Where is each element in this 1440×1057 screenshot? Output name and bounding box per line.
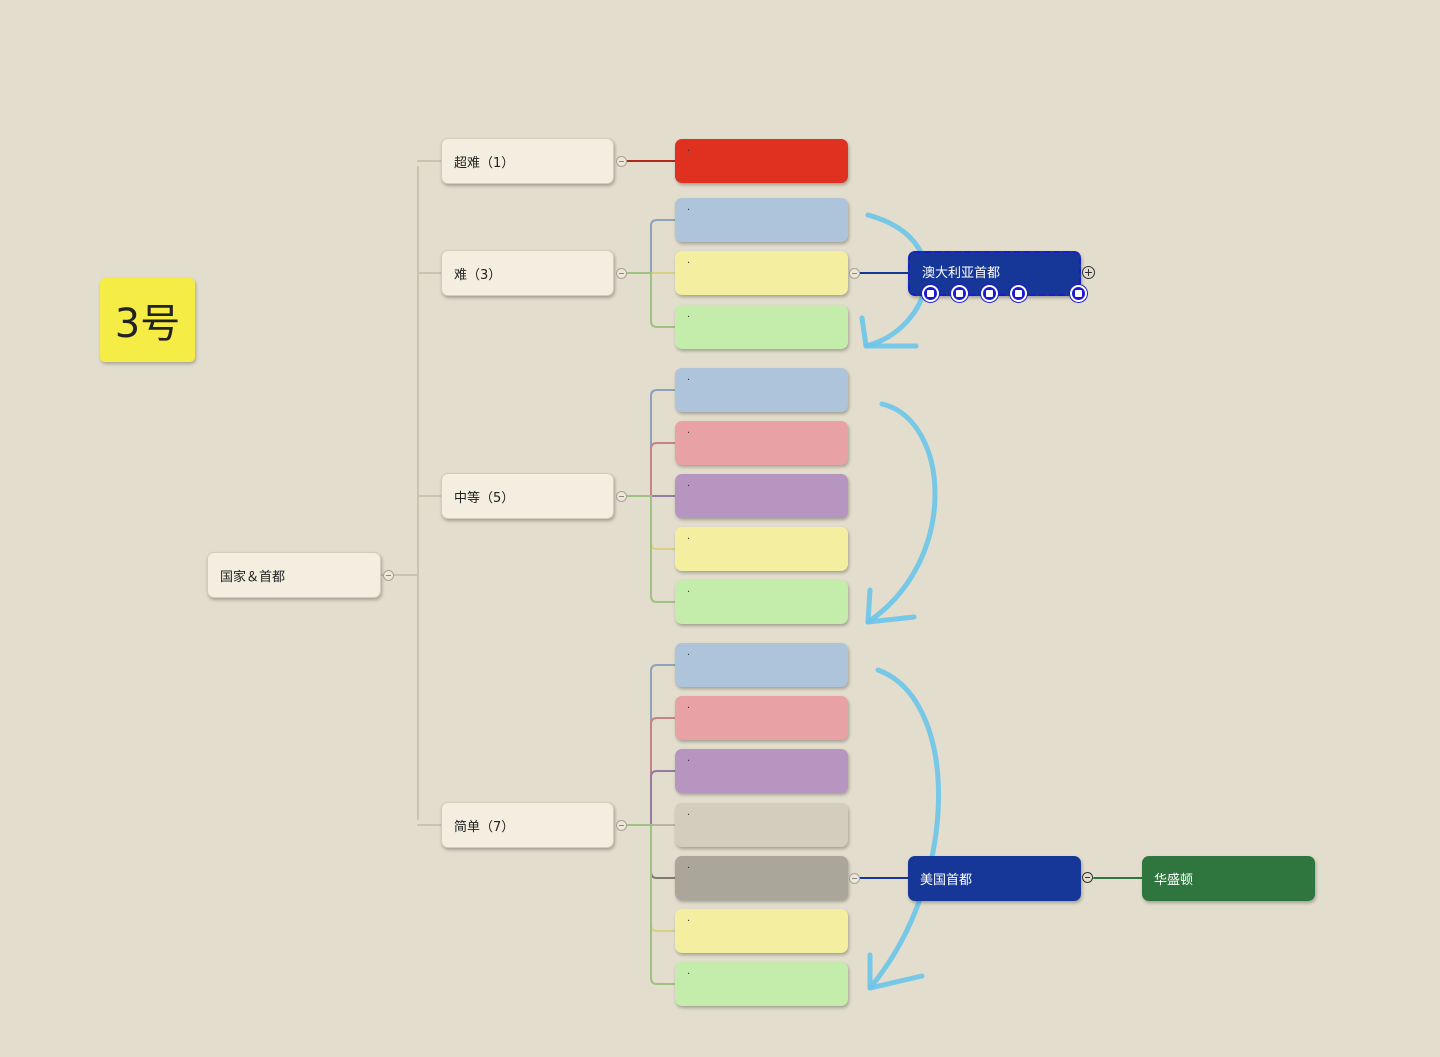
leaf-node-green[interactable]: · xyxy=(675,580,848,624)
leaf-placeholder: · xyxy=(687,810,691,821)
leaf-connector xyxy=(625,272,676,328)
leaf-node-pink[interactable]: · xyxy=(675,696,848,740)
leaf-placeholder: · xyxy=(687,756,691,767)
save-icon[interactable] xyxy=(981,285,998,302)
washington-node[interactable]: 华盛顿 xyxy=(1142,856,1315,901)
leaf-node-yellow[interactable]: · xyxy=(675,527,848,571)
leaf-connector xyxy=(625,717,676,826)
style-icon[interactable] xyxy=(1070,285,1087,302)
group-label: 超难（1） xyxy=(454,155,515,171)
branch-icon[interactable] xyxy=(1010,285,1027,302)
leaf-node-yellow[interactable]: · xyxy=(675,251,848,295)
leaf-connector xyxy=(625,824,676,985)
leaf-node-red[interactable]: · xyxy=(675,139,848,183)
leaf-placeholder: · xyxy=(687,703,691,714)
leaf-connector xyxy=(625,442,676,497)
leaf-placeholder: · xyxy=(687,587,691,598)
leaf-node-blue[interactable]: · xyxy=(675,368,848,412)
hand-arrow-2-head xyxy=(865,587,917,625)
add-child-icon[interactable] xyxy=(1082,266,1095,279)
collapse-group-icon[interactable] xyxy=(616,268,627,279)
collapse-group-icon[interactable] xyxy=(616,491,627,502)
leaf-placeholder: · xyxy=(687,650,691,661)
root-node-label: 国家＆首都 xyxy=(220,569,286,585)
group-label: 中等（5） xyxy=(454,490,515,506)
leaf-connector xyxy=(625,824,676,879)
leaf-node-beige[interactable]: · xyxy=(675,803,848,847)
link-icon[interactable] xyxy=(951,285,968,302)
leaf-connector xyxy=(625,219,676,274)
leaf-placeholder: · xyxy=(687,375,691,386)
group-label: 难（3） xyxy=(454,267,502,283)
hand-arrow-1-head xyxy=(859,315,919,349)
group-node-easy[interactable]: 简单（7） xyxy=(441,802,614,848)
leaf-node-pink[interactable]: · xyxy=(675,421,848,465)
leaf-node-yellow[interactable]: · xyxy=(675,909,848,953)
collapse-gray-leaf-icon[interactable] xyxy=(849,873,860,884)
hand-arrow-3 xyxy=(867,667,941,991)
leaf-placeholder: · xyxy=(687,534,691,545)
leaf-placeholder: · xyxy=(687,969,691,980)
leaf-connector xyxy=(625,495,676,603)
australia-capital-label: 澳大利亚首都 xyxy=(922,266,1001,281)
sticky-note-label: 3号 xyxy=(114,301,181,347)
leaf-placeholder: · xyxy=(687,916,691,927)
collapse-usa-icon[interactable] xyxy=(1082,872,1093,883)
leaf-placeholder: · xyxy=(687,428,691,439)
leaf-connector xyxy=(625,664,676,826)
leaf-connector xyxy=(625,495,676,550)
leaf-node-green[interactable]: · xyxy=(675,962,848,1006)
collapse-yellow-leaf-icon[interactable] xyxy=(849,268,860,279)
leaf-node-blue[interactable]: · xyxy=(675,198,848,242)
leaf-placeholder: · xyxy=(687,146,691,157)
root-node[interactable]: 国家＆首都 xyxy=(207,552,381,598)
leaf-connector xyxy=(625,770,676,826)
collapse-group-icon[interactable] xyxy=(616,820,627,831)
leaf-placeholder: · xyxy=(687,481,691,492)
comment-icon[interactable] xyxy=(922,285,939,302)
leaf-node-purple[interactable]: · xyxy=(675,474,848,518)
leaf-node-green[interactable]: · xyxy=(675,305,848,349)
leaf-placeholder: · xyxy=(687,205,691,216)
leaf-placeholder: · xyxy=(687,863,691,874)
group-node-super-hard[interactable]: 超难（1） xyxy=(441,138,614,184)
sticky-note[interactable]: 3号 xyxy=(100,278,195,362)
leaf-placeholder: · xyxy=(687,258,691,269)
leaf-node-blue[interactable]: · xyxy=(675,643,848,687)
hand-arrow-2 xyxy=(865,401,938,625)
washington-label: 华盛顿 xyxy=(1154,873,1194,888)
leaf-placeholder: · xyxy=(687,312,691,323)
group-node-hard[interactable]: 难（3） xyxy=(441,250,614,296)
group-label: 简单（7） xyxy=(454,819,515,835)
leaf-node-gray[interactable]: · xyxy=(675,856,848,900)
collapse-root-icon[interactable] xyxy=(383,570,394,581)
hand-arrow-3-head xyxy=(867,952,925,991)
leaf-node-purple[interactable]: · xyxy=(675,749,848,793)
leaf-connector xyxy=(625,824,676,932)
group-node-medium[interactable]: 中等（5） xyxy=(441,473,614,519)
collapse-group-icon[interactable] xyxy=(616,156,627,167)
usa-capital-node[interactable]: 美国首都 xyxy=(908,856,1081,901)
usa-capital-label: 美国首都 xyxy=(920,873,973,888)
leaf-connector xyxy=(625,389,676,497)
